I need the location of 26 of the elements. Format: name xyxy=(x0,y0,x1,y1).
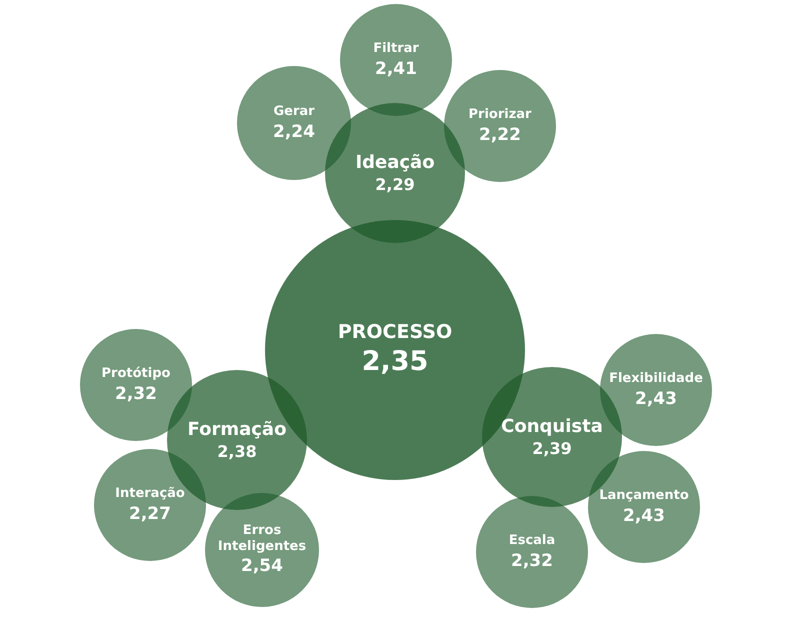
score-value: 2,35 xyxy=(362,346,428,379)
score-value: 2,22 xyxy=(479,124,521,145)
bubble-title: Flexibilidade xyxy=(609,371,703,387)
bubble-title: Escala xyxy=(508,533,556,549)
score-value: 2,54 xyxy=(241,556,283,577)
bubble-title: Interação xyxy=(115,486,185,502)
bubble-title: Protótipo xyxy=(102,366,170,382)
bubble-title: Priorizar xyxy=(468,107,532,123)
score-value: 2,43 xyxy=(635,388,677,409)
score-value: 2,43 xyxy=(623,506,665,526)
bubble-title: Filtrar xyxy=(373,41,419,57)
bubble-title: Erros Inteligentes xyxy=(216,523,308,554)
score-value: 2,32 xyxy=(511,550,553,571)
bubble-title: Formação xyxy=(188,418,286,440)
score-value: 2,39 xyxy=(532,439,572,458)
bubble-title: Ideação xyxy=(355,152,435,174)
score-value: 2,41 xyxy=(375,58,417,79)
bubble-title: Conquista xyxy=(501,416,603,438)
bubble-title: PROCESSO xyxy=(338,321,452,344)
score-value: 2,29 xyxy=(375,175,415,194)
bubble-title: Gerar xyxy=(273,104,315,120)
score-value: 2,38 xyxy=(217,442,257,462)
score-value: 2,24 xyxy=(273,122,315,142)
score-value: 2,32 xyxy=(115,384,157,404)
score-value: 2,27 xyxy=(129,504,171,524)
bubble-title: Lançamento xyxy=(599,488,689,504)
